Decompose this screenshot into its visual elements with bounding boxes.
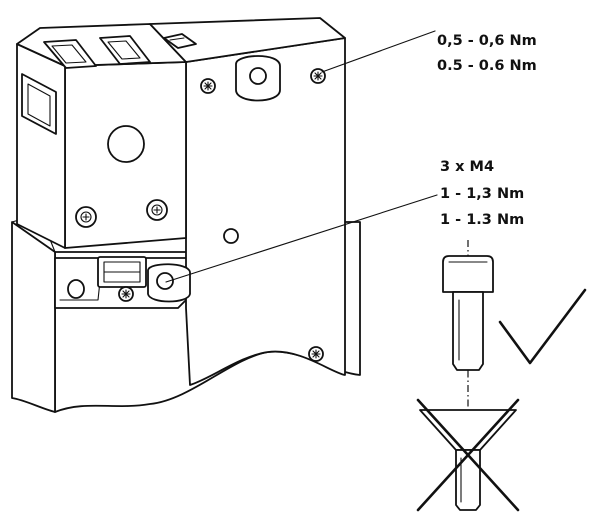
top-tab <box>163 33 197 49</box>
mounting-hole <box>223 228 239 244</box>
torque-bottom-dot: 1 - 1.3 Nm <box>440 212 524 228</box>
leader-line-bottom <box>165 194 438 283</box>
torque-top-dot: 0.5 - 0.6 Nm <box>437 58 537 74</box>
screw-head <box>75 206 97 228</box>
torque-bottom-comma: 1 - 1,3 Nm <box>440 186 524 202</box>
indicator-circle <box>107 125 145 163</box>
leader-line-top <box>321 30 436 73</box>
screw-pocket-top <box>235 55 281 102</box>
screw-head <box>118 286 134 302</box>
main-right-panel <box>185 37 346 386</box>
key-slot-right <box>99 35 151 65</box>
screw-head <box>310 68 326 84</box>
base-housing-side <box>11 221 56 413</box>
actuator-slot <box>97 256 147 288</box>
cross-icon <box>416 398 520 512</box>
torque-top-comma: 0,5 - 0,6 Nm <box>437 33 537 49</box>
socket-head-screw <box>442 255 494 371</box>
screw-pocket-bottom <box>147 263 191 303</box>
screw-head <box>200 78 216 94</box>
countersunk-screw <box>419 409 517 511</box>
screw-head <box>146 199 168 221</box>
screw-spec: 3 x M4 <box>440 159 494 175</box>
screw-hole <box>67 279 85 299</box>
key-slot-left <box>43 39 97 69</box>
safety-switch-device <box>11 17 361 413</box>
side-opening <box>21 73 57 135</box>
check-icon <box>498 288 587 365</box>
panel-top <box>149 17 346 63</box>
screw-head <box>308 346 324 362</box>
